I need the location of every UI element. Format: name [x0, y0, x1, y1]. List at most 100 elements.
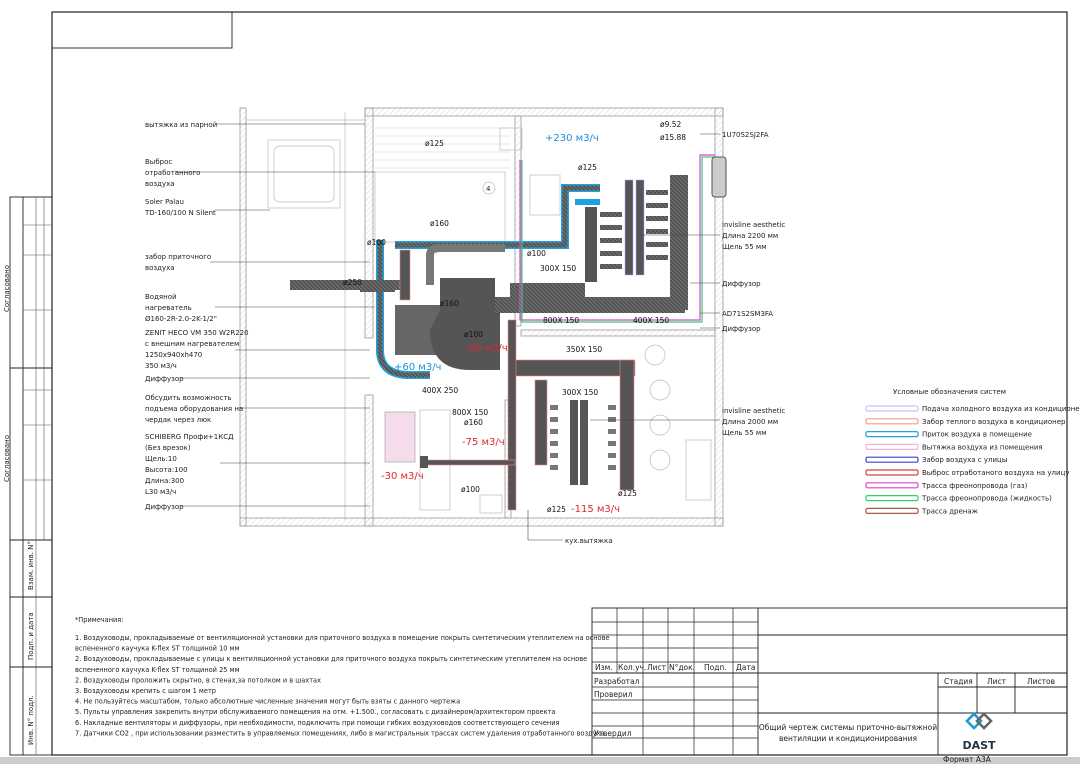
title-block: Изм. Кол.уч. Лист N°док. Подп. Дата Разр… [591, 607, 1068, 764]
flow-minus-115: -115 м3/ч [571, 504, 620, 515]
plan-labels: ø125 +230 м3/ч ø9.52 ø15.88 ø125 ø160 ø1… [343, 120, 686, 545]
dim-d250: ø250 [343, 278, 362, 287]
sheets-label: Листов [1027, 677, 1055, 686]
sheet-label: Лист [987, 677, 1007, 686]
col-izm: Изм. [595, 663, 613, 672]
note-line: 2. Воздуховоды проложить скрытно, в стен… [75, 676, 321, 684]
legend-label: Выброс отработаного воздуха на улицу [922, 469, 1070, 477]
label-heater-1: Водяной [145, 293, 177, 301]
label-ad-unit: AD71S2SM3FA [722, 310, 773, 318]
label-exhaust-3: воздуха [145, 180, 175, 188]
note-line: 1. Воздуховоды, прокладываемые от вентил… [75, 634, 610, 642]
legend-label: Приток воздуха в помещение [922, 431, 1032, 439]
note-line: 3. Воздуховоды крепить с шагом 1 метр [75, 687, 216, 695]
agreed-label-1: Согласовано [3, 265, 11, 312]
side-strip: Согласовано Согласовано Взам. инв. N° По… [3, 196, 53, 756]
col-kol-uch: Кол.уч. [618, 663, 646, 672]
legend-item: Трасса фреонопровода (газ) [865, 482, 1028, 490]
legend-item: Трасса фреонопровода (жидкость) [865, 495, 1052, 503]
legend-swatch [865, 418, 919, 425]
label-indoor-unit: 1U70S2SJ2FA [722, 131, 769, 139]
label-inv2-3: Щель 55 мм [722, 429, 766, 437]
legend-item: Приток воздуха в помещение [865, 431, 1032, 439]
approved-label: Утвердил [594, 729, 632, 738]
label-intake-1: забор приточного [145, 253, 211, 261]
label-discuss-2: подъема оборудования на [145, 405, 243, 413]
label-grille-1: SCHIBERG Профи+1КСД [145, 433, 234, 441]
dim-400x250: 400X 250 [422, 386, 458, 395]
note-line: 4. Не пользуйтесь масштабом, только абсо… [75, 698, 460, 706]
label-unit-2: с внешним нагревателем [145, 340, 239, 348]
label-grille-5: Длина:300 [145, 477, 184, 485]
room-number: 4 [486, 185, 491, 193]
legend-label: Подача холодного воздуха из кондиционера [922, 405, 1080, 413]
logo-text: DAST [962, 739, 996, 752]
legend-label: Забор теплого воздуха в кондиционер [922, 418, 1066, 426]
flow-minus-30: -30 м3/ч [381, 471, 424, 482]
legend-swatch [865, 431, 919, 438]
dim-d125-b: ø125 [578, 163, 597, 172]
format-label: Формат А3А [943, 755, 992, 764]
floor-plan: 4 [239, 107, 724, 527]
legend-swatch [865, 495, 919, 502]
label-kitchen-hood: кух.вытяжка [565, 537, 613, 545]
notes-title: *Примечания: [75, 616, 123, 624]
dim-d100-b: ø100 [527, 249, 546, 258]
legend-item: Подача холодного воздуха из кондиционера [865, 405, 1080, 413]
legend-swatch [865, 405, 919, 412]
label-heater-3: Ø160-2R-2.0-2K-1/2" [145, 315, 217, 323]
note-line: 5. Пульты управления закрепить внутри об… [75, 708, 555, 716]
label-inv1-3: Щель 55 мм [722, 243, 766, 251]
col-date: Дата [736, 663, 755, 672]
legend-swatch [865, 443, 919, 450]
dim-d100-d: ø100 [461, 485, 480, 494]
drawing-title-2: вентиляции и кондиционирования [779, 734, 917, 743]
checked-label: Проверил [594, 690, 633, 699]
inv-podl-label: Инв. N° подл. [27, 695, 35, 745]
legend-swatch [865, 507, 919, 514]
label-discuss-1: Обсудить возможность [145, 394, 232, 402]
label-inv1-1: invisline aesthetic [722, 221, 785, 229]
legend-item: Забор теплого воздуха в кондиционер [865, 418, 1066, 426]
col-sign: Подп. [704, 663, 727, 672]
label-grille-2: (Без врезок) [145, 444, 191, 452]
label-fan-2: TD-160/100 N Silent [144, 209, 216, 217]
dim-d160-b: ø160 [440, 299, 459, 308]
col-list: Лист [647, 663, 667, 672]
dim-d100-c: ø100 [464, 330, 483, 339]
dim-d125-c: ø125 [618, 489, 637, 498]
left-annotations: вытяжка из парной Выброс отработанного в… [144, 121, 375, 511]
top-stamp-box [51, 11, 233, 49]
label-intake-2: воздуха [145, 264, 175, 272]
dast-logo-icon [965, 712, 993, 730]
label-grille-4: Высота:100 [145, 466, 188, 474]
dim-d125-d: ø125 [547, 505, 566, 514]
note-line: 2. Воздуховоды, прокладываемые с улицы к… [75, 655, 587, 663]
dim-d100-a: ø100 [367, 238, 386, 247]
legend-label: Забор воздуха с улицы [922, 456, 1007, 464]
dim-800x150-b: 800X 150 [452, 408, 488, 417]
legend-label: Трасса дренаж [921, 507, 979, 515]
label-exhaust-2: отработанного [145, 169, 200, 177]
agreed-label-2: Согласовано [3, 435, 11, 482]
flow-plus-60: +60 м3/ч [394, 362, 441, 373]
sign-date-label: Подп. и дата [27, 612, 35, 660]
stage-label: Стадия [944, 677, 973, 686]
duct-network [290, 154, 727, 511]
legend-label: Трасса фреонопровода (жидкость) [921, 495, 1052, 503]
label-exhaust-1: Выброс [145, 158, 172, 166]
label-diffuser-2: Диффузор [145, 503, 184, 511]
label-inv1-2: Длина 2200 мм [722, 232, 778, 240]
flow-minus-75: -75 м3/ч [462, 437, 505, 448]
label-unit-3: 1250x940xh470 [145, 351, 202, 359]
right-annotations: 1U70S2SJ2FA invisline aesthetic Длина 22… [590, 131, 785, 437]
drawing-title-1: Общий чертеж системы приточно-вытяжной [759, 723, 937, 732]
label-unit-4: 350 м3/ч [145, 362, 177, 370]
label-unit-1: ZENIT HECO VM 350 W2R220 [145, 329, 249, 337]
pipe-952: ø9.52 [660, 120, 682, 129]
label-heater-2: нагреватель [145, 304, 192, 312]
legend: Условные обозначения систем Подача холод… [865, 388, 1080, 515]
label-discuss-3: чердак через люк [145, 416, 211, 424]
label-diffuser-r1: Диффузор [722, 280, 761, 288]
